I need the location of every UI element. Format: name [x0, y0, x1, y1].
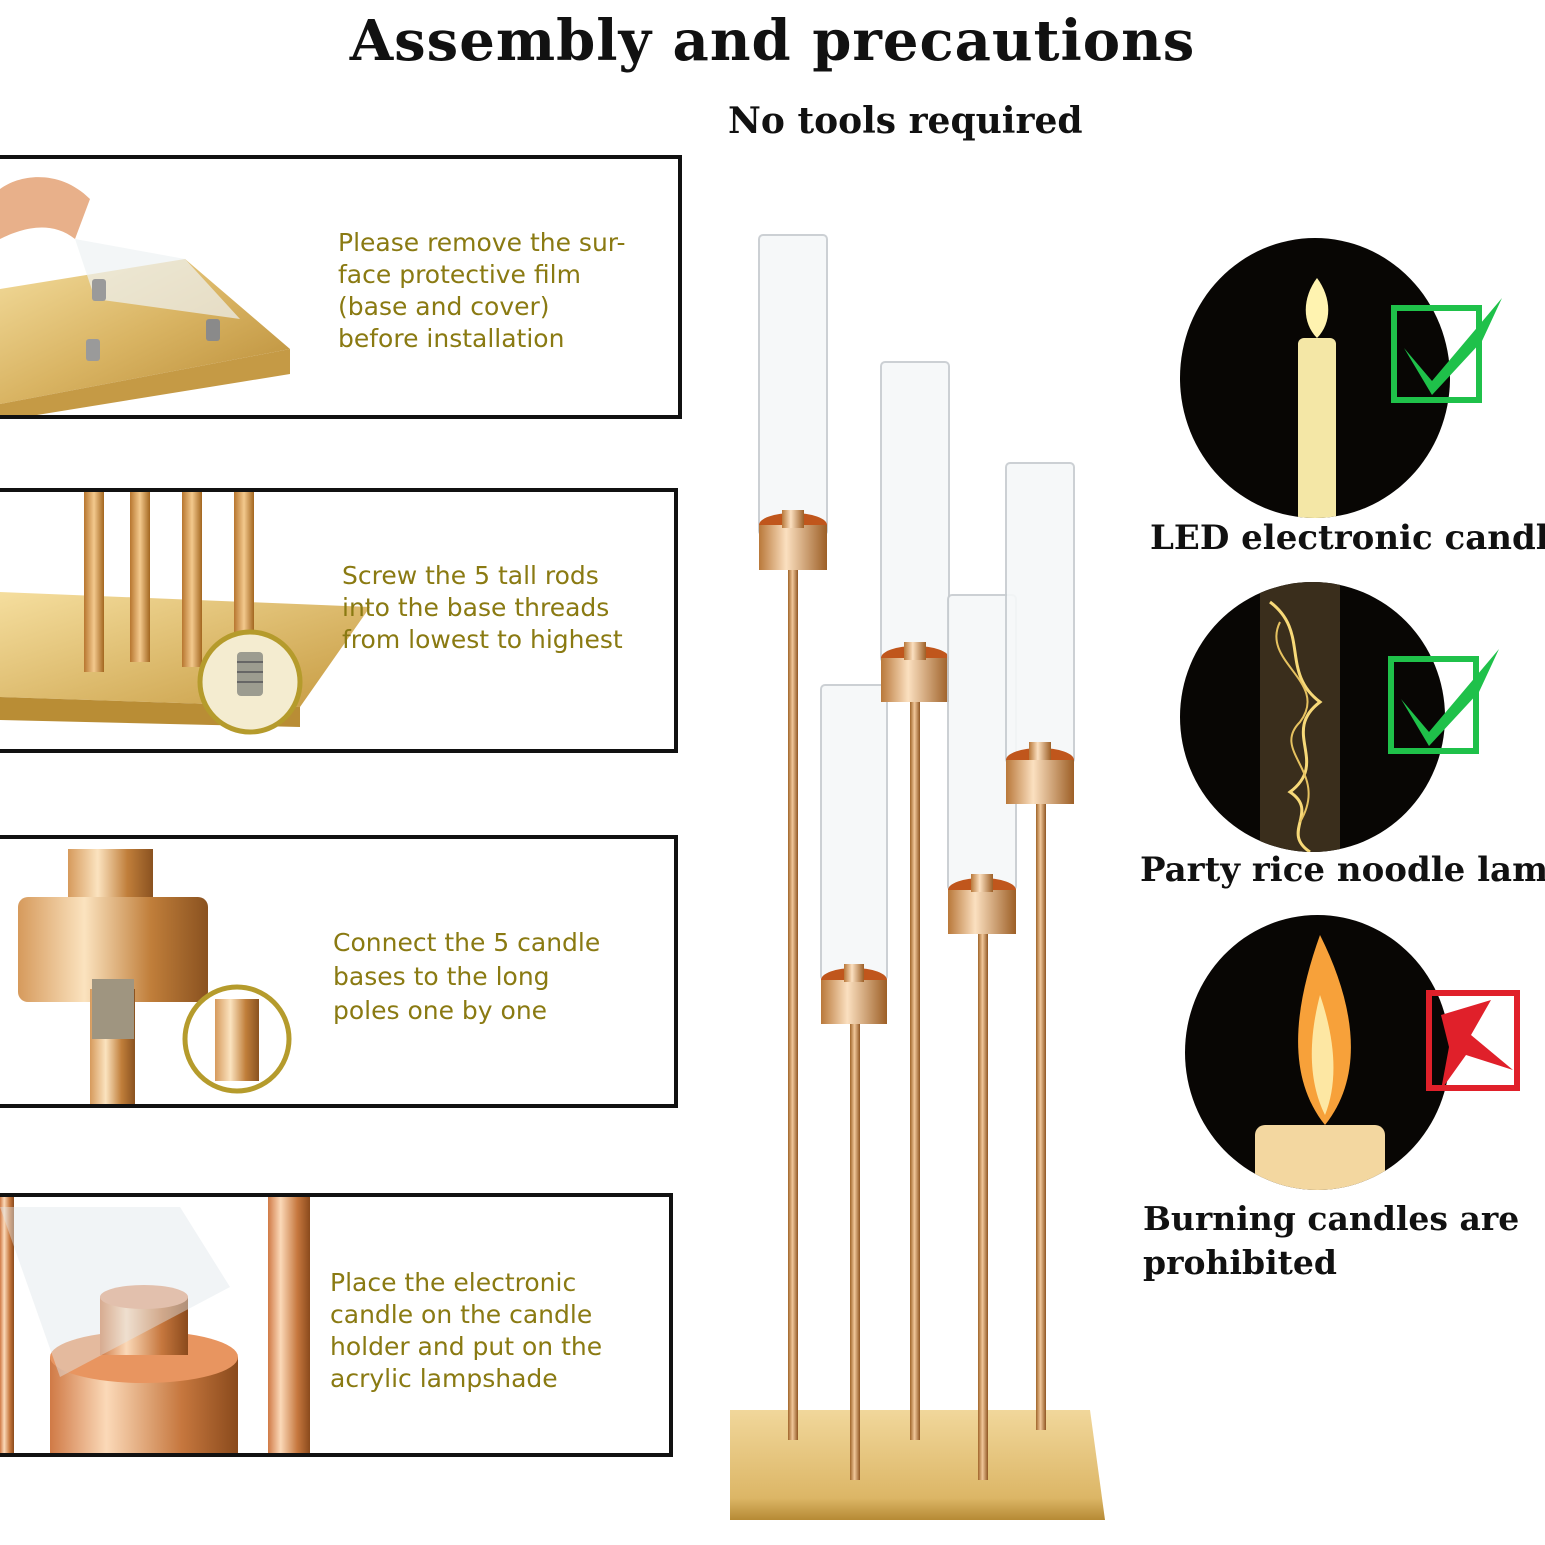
page-title: Assembly and precautions [349, 8, 1196, 74]
check-icon [1391, 298, 1502, 403]
check-icon [1388, 649, 1499, 754]
film-removal-photo [0, 177, 290, 415]
rule-party-lamp-label: Party rice noodle lamp [1140, 850, 1545, 890]
page-subtitle: No tools required [728, 100, 1083, 142]
burning-candle-photo [1185, 915, 1450, 1190]
step-1-panel: Please remove the sur-face protective fi… [0, 155, 682, 419]
candle-base-connection-photo [18, 849, 292, 1104]
led-candle-photo [1180, 238, 1450, 518]
step-1-text: Please remove the sur-face protective fi… [338, 228, 626, 353]
candelabra-product-image [730, 234, 1105, 1520]
party-lamp-photo [1180, 582, 1445, 852]
lampshade-placement-photo [0, 1197, 310, 1453]
rule-party-lamp: Party rice noodle lamp [1135, 582, 1545, 912]
rule-led-candle-label: LED electronic candle [1150, 518, 1545, 558]
rule-led-candle: LED electronic candle [1140, 238, 1545, 578]
cross-icon [1426, 990, 1520, 1091]
rods-into-base-photo [0, 492, 370, 735]
